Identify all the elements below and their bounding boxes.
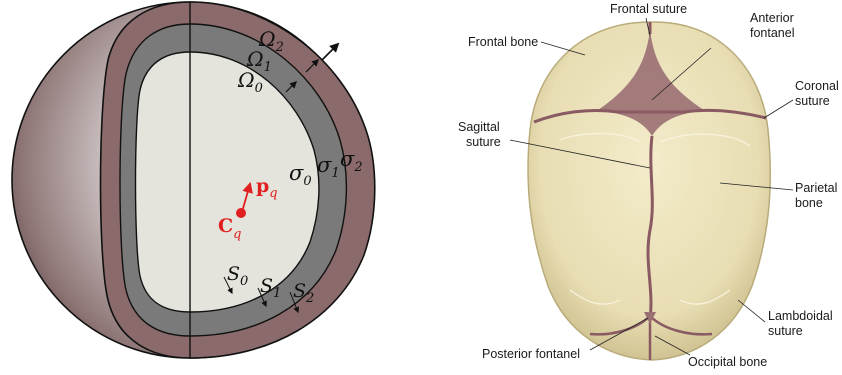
label-parietal-bone-line1: Parietal bbox=[795, 181, 837, 195]
label-frontal-suture: Frontal suture bbox=[610, 2, 687, 16]
label-coronal-suture-line2: suture bbox=[795, 94, 830, 108]
label-lambdoidal-suture-line2: suture bbox=[768, 324, 803, 338]
leader-coronal-suture bbox=[764, 100, 793, 118]
label-anterior-fontanel-line2: fontanel bbox=[750, 26, 794, 40]
label-sagittal-suture-line1: Sagittal bbox=[458, 120, 500, 134]
label-sagittal-suture-line2: suture bbox=[466, 135, 501, 149]
label-occipital-bone: Occipital bone bbox=[688, 355, 767, 369]
infant-skull-diagram: Frontal suture Anterior fontanel Frontal… bbox=[458, 2, 839, 369]
head-model-diagram: Ω2 Ω1 Ω0 σ0 σ1 σ2 pq Cq S0 S1 S2 bbox=[12, 2, 375, 358]
leader-lambdoidal-suture bbox=[738, 300, 765, 322]
label-anterior-fontanel-line1: Anterior bbox=[750, 11, 794, 25]
label-coronal-suture-line1: Coronal bbox=[795, 79, 839, 93]
dipole-location-dot bbox=[236, 208, 246, 218]
label-posterior-fontanel: Posterior fontanel bbox=[482, 347, 580, 361]
label-parietal-bone-line2: bone bbox=[795, 196, 823, 210]
label-frontal-bone: Frontal bone bbox=[468, 35, 538, 49]
label-lambdoidal-suture-line1: Lambdoidal bbox=[768, 309, 833, 323]
normal-arrow-omega2 bbox=[322, 44, 338, 60]
